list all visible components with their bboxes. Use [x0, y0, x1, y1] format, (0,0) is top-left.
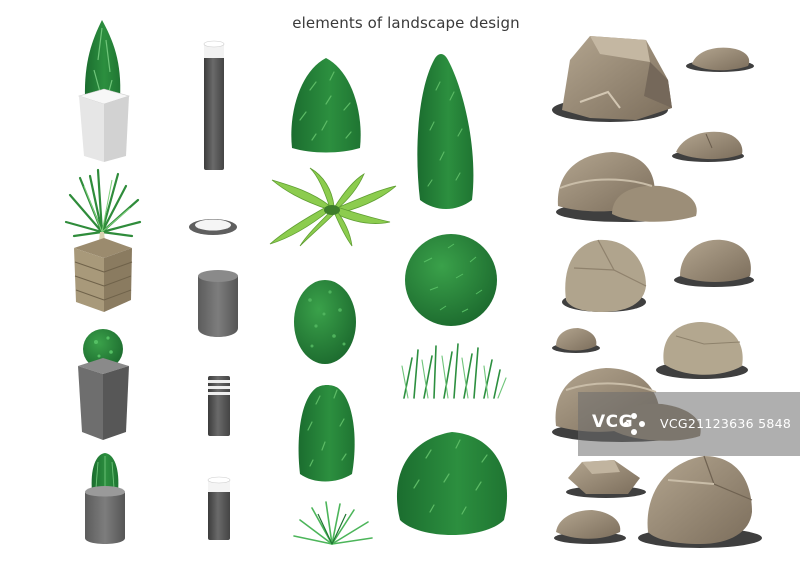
rock-flat: [674, 239, 754, 287]
shrub-cone: [291, 58, 361, 153]
rock-rounded: [656, 322, 748, 379]
bollard-lamp-tall: [203, 40, 225, 170]
oval-bush: [294, 280, 356, 364]
pebble-small: [552, 328, 600, 353]
tall-shrub: [298, 385, 355, 482]
cypress-tall: [417, 54, 474, 209]
rock-chunk: [566, 460, 646, 498]
boulder-bottom-right: [638, 455, 762, 548]
ball-tree: [405, 234, 497, 326]
bollard-short: [207, 476, 231, 540]
bollard-louvered: [208, 376, 230, 436]
boulder-large: [552, 36, 672, 122]
grass-tuft: [293, 501, 373, 545]
rock-pair: [556, 152, 697, 222]
watermark: VCG VCG21123636 5848: [578, 392, 800, 456]
palm-top: [269, 167, 397, 247]
topiary-ball-gray-planter: [78, 329, 129, 440]
yucca-wooden-planter: [64, 168, 142, 312]
grass-field: [401, 343, 507, 399]
pebble-flat-2: [672, 131, 744, 162]
cactus-round-planter: [85, 453, 125, 544]
ground-light-ring: [189, 219, 237, 235]
page-title: elements of landscape design: [292, 14, 520, 32]
watermark-image-id: VCG21123636 5848: [660, 416, 792, 431]
big-round-bush: [396, 432, 508, 535]
bollard-cylinder: [198, 270, 238, 337]
watermark-brand: VCG: [592, 412, 634, 432]
vcg-logo-icon: [623, 413, 645, 435]
rock-round: [562, 239, 647, 312]
cypress-white-planter: [77, 20, 131, 162]
pebble-flat-1: [686, 47, 754, 72]
rock-small-bottom: [554, 510, 626, 544]
